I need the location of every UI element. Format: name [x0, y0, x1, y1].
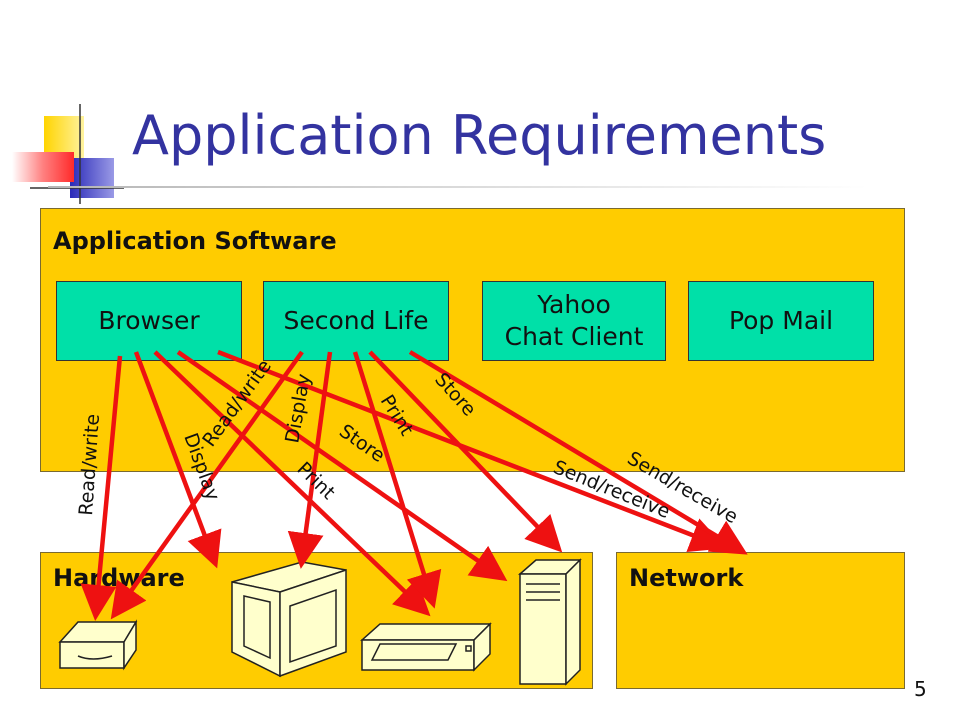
- slide-logo-decoration: [12, 104, 124, 204]
- app-box-second-life: Second Life: [263, 281, 449, 361]
- arrow-secondlife-readwrite: [110, 350, 304, 620]
- slide-title: Application Requirements: [132, 104, 827, 167]
- arrow-browser-store: [176, 350, 508, 582]
- arrow-browser-readwrite: [80, 355, 123, 621]
- arrow-secondlife-display: [287, 351, 333, 569]
- arrow-label-secondlife-store: Store: [430, 369, 480, 421]
- arrow-secondlife-store: [368, 350, 563, 553]
- arrow-browser-sendreceive: [217, 349, 727, 553]
- title-underline: [48, 186, 868, 188]
- printer-icon: [360, 622, 492, 672]
- arrow-label-browser-store: Store: [335, 420, 389, 467]
- monitor-icon: [231, 561, 347, 678]
- server-tower-icon: [518, 558, 582, 686]
- arrow-label-browser-print: Print: [293, 458, 340, 504]
- network-panel: [616, 552, 905, 689]
- app-box-pop-mail: Pop Mail: [688, 281, 874, 361]
- arrow-secondlife-sendreceive: [408, 350, 748, 555]
- arrow-browser-display: [133, 351, 222, 569]
- arrow-label-browser-readwrite: Read/write: [75, 413, 104, 516]
- page-number: 5: [914, 677, 927, 701]
- app-box-yahoo-chat-client: Yahoo Chat Client: [482, 281, 666, 361]
- app-box-browser: Browser: [56, 281, 242, 361]
- disk-drive-icon: [58, 619, 138, 671]
- arrow-secondlife-print: [352, 351, 442, 609]
- arrow-label-secondlife-display: Display: [281, 372, 315, 445]
- application-software-label: Application Software: [53, 227, 337, 255]
- network-label: Network: [629, 564, 744, 592]
- arrow-browser-print: [153, 350, 431, 617]
